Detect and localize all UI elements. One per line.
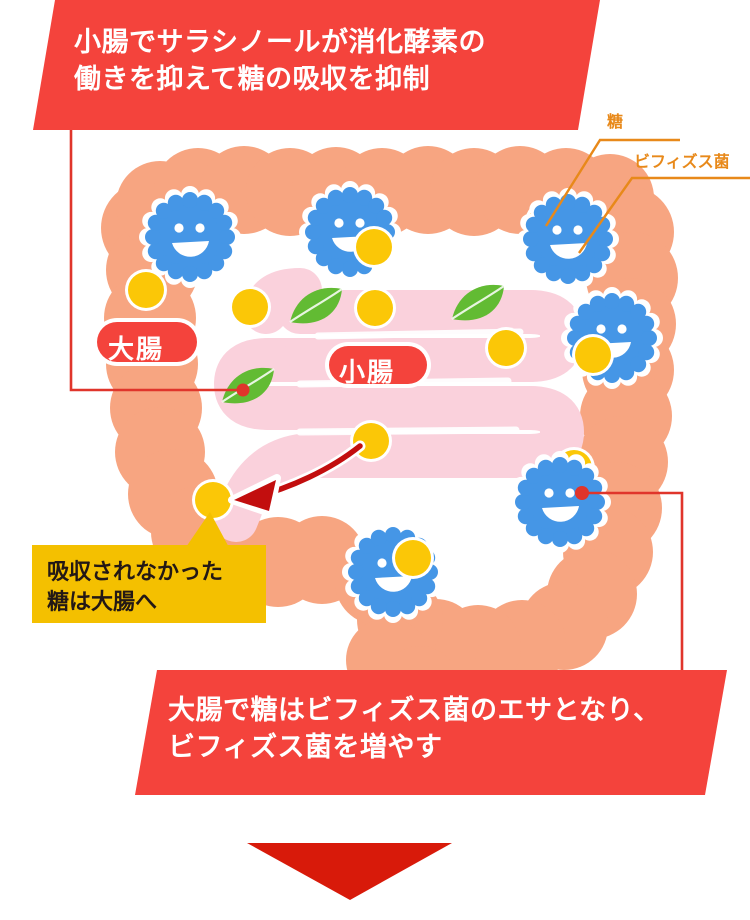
sugar-granule-icon [392,537,434,579]
sugar-granule-icon [353,226,395,268]
yellow-callout [32,512,266,623]
bifidobacteria-smiley-icon [561,287,663,389]
sugar-granule-icon [229,286,271,328]
lead-label-lines [544,138,750,254]
top-banner [33,0,600,397]
bottom-banner-shape [135,670,727,795]
daicho-pill [97,322,197,362]
bifidobacteria-smiley-icon [509,451,611,553]
leader-endpoint-dot [575,486,589,500]
organ-tag-group [93,318,431,388]
bifidobacteria-smiley-icon [342,521,444,623]
sugar-granule-icon [485,327,527,369]
sugar-granule-icon [572,334,614,376]
sugar-label-leader [544,138,680,227]
bottom-banner [135,486,727,795]
bifidus-label-leader [578,176,750,254]
top-banner-leader-line [69,130,250,397]
down-triangle-arrow-icon [247,843,452,900]
sugar-granule-icon [192,479,234,521]
bifidobacteria-smiley-icon [139,186,241,288]
bifidobacteria-smiley-icon [517,188,619,290]
shocho-pill [329,346,427,384]
callout-pointer [182,512,232,553]
leader-endpoint-dot [236,383,250,397]
callout-box [32,545,266,623]
bottom-banner-leader-line [575,486,684,676]
top-banner-shape [33,0,600,130]
sugar-granule-icon [354,287,396,329]
curved-arrow-icon [228,440,366,517]
